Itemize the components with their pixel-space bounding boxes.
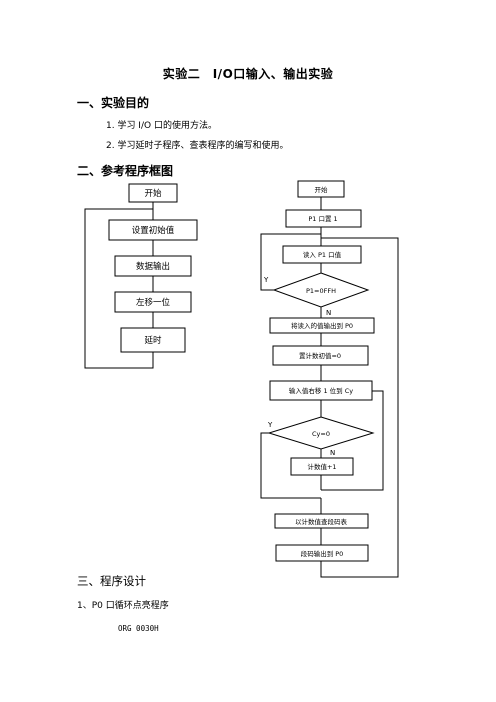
left-delay-box [120, 327, 186, 353]
left-shift-label: 左移一位 [136, 297, 171, 308]
left-output-label: 数据输出 [136, 261, 170, 272]
right-segout-box [275, 544, 369, 562]
right-segout-label: 段码输出到 P0 [301, 549, 344, 558]
right-start-label: 开始 [315, 185, 329, 194]
section-heading-flowchart: 二、参考程序框图 [77, 164, 174, 178]
right-read-label: 读入 P1 口值 [303, 250, 342, 259]
right-lookup-label: 以计数值查段码表 [295, 517, 348, 526]
right-shiftcy-label: 输入值右移 1 位到 Cy [289, 386, 353, 395]
left-loop-arrow [84, 208, 154, 369]
left-flowchart: 开始 设置初始值 数据输出 左移一位 延时 [84, 183, 198, 369]
right-decision2-no: N [330, 449, 335, 457]
right-p1-box [285, 209, 362, 228]
objective-item-2: 2. 学习延时子程序、查表程序的编写和使用。 [106, 141, 289, 151]
section-heading-objectives: 一、实验目的 [77, 96, 150, 110]
right-yes1-loop [260, 233, 321, 291]
left-init-label: 设置初始值 [132, 225, 175, 236]
right-decision1-no: N [326, 309, 331, 317]
code-line: ORG 0030H [118, 624, 159, 633]
right-inc-box [290, 457, 354, 476]
right-inc-label: 计数值+1 [307, 462, 336, 471]
subsection-p0-program: 1、P0 口循环点亮程序 [77, 601, 169, 611]
right-decision2-label: Cy=0 [312, 430, 330, 438]
section-heading-program: 三、程序设计 [77, 574, 146, 588]
right-send-box [269, 317, 375, 334]
right-flowchart: 开始 P1 口置 1 读入 P1 口值 P1=0FFH Y N 将读入的值输出到… [260, 180, 399, 578]
right-read-box [282, 245, 362, 264]
right-decision2-yes: Y [267, 421, 273, 429]
objective-item-1: 1. 学习 I/O 口的使用方法。 [106, 121, 217, 131]
right-count-label: 置计数初值=0 [299, 351, 341, 360]
left-delay-label: 延时 [144, 335, 162, 346]
right-count-loop [321, 390, 384, 491]
right-send-label: 将读入的值输出到 P0 [291, 321, 353, 330]
right-p1-label: P1 口置 1 [308, 215, 337, 223]
right-yes2-path [260, 432, 321, 499]
left-start-label: 开始 [144, 188, 162, 199]
right-decision1-yes: Y [263, 276, 269, 284]
document-title: 实验二 I/O口输入、输出实验 [162, 67, 334, 81]
right-main-loop [320, 237, 399, 578]
right-decision1-label: P1=0FFH [306, 287, 336, 295]
